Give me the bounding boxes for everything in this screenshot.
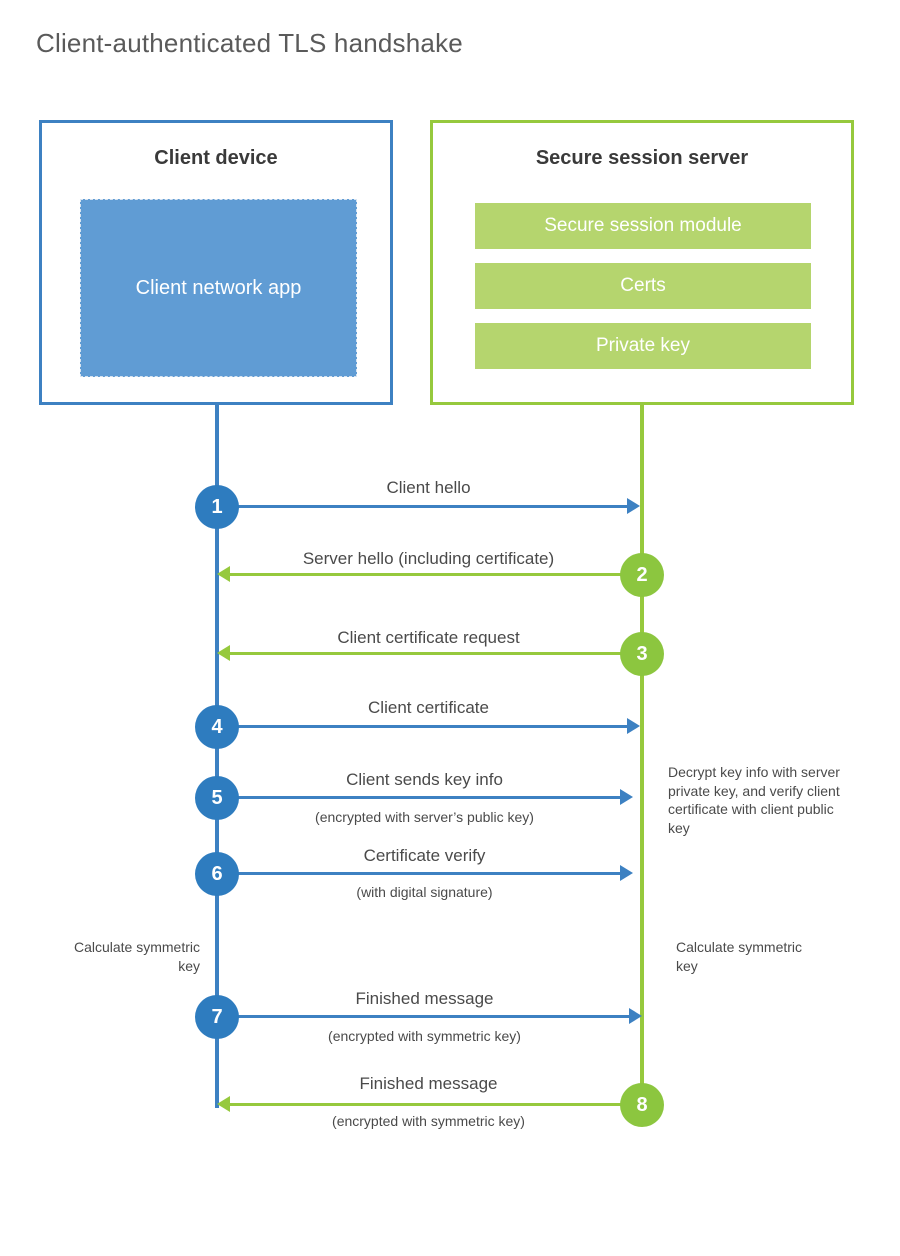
step-6-label: Certificate verify <box>363 846 486 865</box>
step-3-label: Client certificate request <box>337 628 520 647</box>
step-7-label: Finished message <box>355 989 494 1008</box>
server-module-secure-session-module: Secure session module <box>475 203 811 249</box>
secure-session-server-title: Secure session server <box>535 147 749 169</box>
step-1-line <box>217 505 627 508</box>
step-5-sublabel: (encrypted with server’s public key) <box>315 809 534 825</box>
client-lifeline <box>215 405 219 1108</box>
step-6-sublabel: (with digital signature) <box>356 884 493 900</box>
client-calculate-symmetric-key-note: Calculate symmetric key <box>73 939 200 974</box>
step-8-sublabel: (encrypted with symmetric key) <box>332 1113 525 1129</box>
step-badge-5[interactable]: 5 <box>195 776 239 820</box>
page-title: Client-authenticated TLS handshake <box>36 28 463 58</box>
server-calculate-symmetric-key-note: Calculate symmetric key <box>676 939 803 974</box>
step-2-arrowhead-left-icon <box>217 566 230 582</box>
step-8-line <box>230 1103 642 1106</box>
step-3-line <box>230 652 642 655</box>
step-5-line <box>217 796 620 799</box>
step-5-arrowhead-right-icon <box>620 789 633 805</box>
step-badge-7[interactable]: 7 <box>195 995 239 1039</box>
step-5-label: Client sends key info <box>346 770 503 789</box>
step-badge-1[interactable]: 1 <box>195 485 239 529</box>
step-6-arrowhead-right-icon <box>620 865 633 881</box>
step-badge-4[interactable]: 4 <box>195 705 239 749</box>
client-network-app-block: Client network app <box>80 199 357 377</box>
step-1-arrowhead-right-icon <box>627 498 640 514</box>
secure-session-server-box: Secure session server Secure session mod… <box>430 120 854 405</box>
step-4-label: Client certificate <box>368 698 489 717</box>
step-2-label: Server hello (including certificate) <box>302 549 555 568</box>
server-module-private-key: Private key <box>475 323 811 369</box>
server-decrypt-note: Decrypt key info with server private key… <box>668 764 840 836</box>
step-6-line <box>217 872 620 875</box>
step-2-line <box>230 573 642 576</box>
step-8-arrowhead-left-icon <box>217 1096 230 1112</box>
step-4-line <box>217 725 627 728</box>
step-8-label: Finished message <box>359 1074 498 1093</box>
step-badge-2[interactable]: 2 <box>620 553 664 597</box>
step-1-label: Client hello <box>386 478 471 497</box>
client-device-title: Client device <box>154 147 278 169</box>
step-4-arrowhead-right-icon <box>627 718 640 734</box>
step-7-arrowhead-right-icon <box>629 1008 642 1024</box>
step-7-sublabel: (encrypted with symmetric key) <box>328 1028 521 1044</box>
client-device-box: Client device Client network app <box>39 120 393 405</box>
server-module-certs: Certs <box>475 263 811 309</box>
step-3-arrowhead-left-icon <box>217 645 230 661</box>
step-badge-8[interactable]: 8 <box>620 1083 664 1127</box>
server-lifeline <box>640 405 644 1105</box>
step-badge-3[interactable]: 3 <box>620 632 664 676</box>
step-badge-6[interactable]: 6 <box>195 852 239 896</box>
step-7-line <box>217 1015 629 1018</box>
